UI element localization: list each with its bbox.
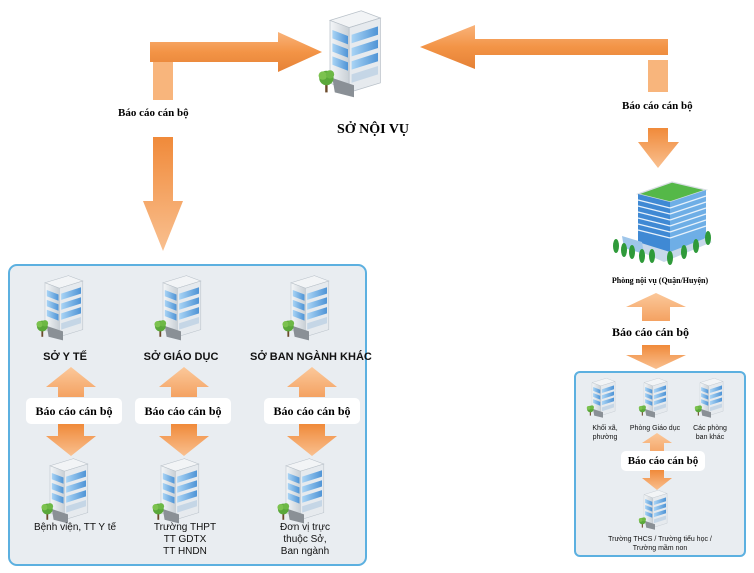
hospital-building-icon — [40, 455, 96, 527]
arrow-up-so-ban-nganh-khac — [287, 367, 337, 397]
arrow-down-so-y-te — [46, 424, 96, 456]
arrow-up-so-y-te — [46, 367, 96, 397]
arrow-down-to-departments — [143, 137, 183, 251]
report-box-so-y-te: Báo cáo cán bộ — [26, 398, 122, 424]
district-office-label: Phòng nội vụ (Quận/Huyện) — [611, 276, 709, 285]
arrow-down-inner — [642, 470, 672, 490]
unit-label-hospital: Bệnh viện, TT Y tế — [33, 522, 117, 533]
arrow-down-district — [626, 345, 686, 369]
arrow-down-so-giao-duc — [159, 424, 209, 456]
right-report-label: Báo cáo cán bộ — [622, 100, 693, 112]
arrow-left-vertical-stem — [153, 62, 173, 100]
report-box-so-ban-nganh-khac: Báo cáo cán bộ — [264, 398, 360, 424]
arrow-up-inner — [642, 433, 672, 455]
so-giao-duc-building-icon — [154, 272, 208, 344]
arrow-down-to-district — [638, 128, 679, 168]
so-noi-vu-building-icon — [318, 4, 390, 104]
unit-label-other-departments: Các phòng ban khác — [693, 425, 727, 441]
schools-building-icon — [638, 488, 672, 532]
left-report-label: Báo cáo cán bộ — [118, 107, 189, 119]
unit-label-schools-district: Trường THCS / Trường tiểu học / Trường m… — [608, 536, 712, 552]
arrow-right-to-main — [150, 32, 322, 72]
report-box-so-giao-duc: Báo cáo cán bộ — [135, 398, 231, 424]
unit-label-schools: Trường THPT TT GDTX TT HNDN — [153, 522, 217, 557]
so-ban-nganh-khac-building-icon — [282, 272, 336, 344]
arrow-left-to-main — [420, 25, 668, 69]
dept-name-so-y-te: SỞ Y TẾ — [43, 351, 87, 363]
high-school-building-icon — [151, 455, 207, 527]
affiliated-unit-building-icon — [276, 455, 332, 527]
arrow-down-so-ban-nganh-khac — [287, 424, 337, 456]
dept-name-so-giao-duc: SỞ GIÁO DỤC — [143, 351, 219, 363]
so-y-te-building-icon — [36, 272, 90, 344]
district-report-label: Báo cáo cán bộ — [612, 325, 690, 339]
other-departments-building-icon — [694, 376, 728, 420]
arrow-up-so-giao-duc — [159, 367, 209, 397]
unit-label-ward: Khối xã, phường — [592, 425, 618, 441]
main-title: SỞ NỘI VỤ — [336, 122, 410, 137]
dept-name-so-ban-nganh-khac: SỞ BAN NGÀNH KHÁC — [250, 351, 372, 363]
inner-report-box: Báo cáo cán bộ — [621, 451, 705, 471]
unit-label-education-office: Phòng Giáo dục — [629, 425, 681, 432]
unit-label-affiliated: Đơn vị trực thuộc Sở, Ban ngành — [280, 522, 330, 557]
education-office-building-icon — [638, 376, 672, 420]
arrow-up-district — [626, 293, 686, 321]
arrow-right-vertical-stem — [648, 60, 668, 92]
ward-building-icon — [586, 376, 620, 420]
district-office-building-icon — [608, 176, 718, 266]
